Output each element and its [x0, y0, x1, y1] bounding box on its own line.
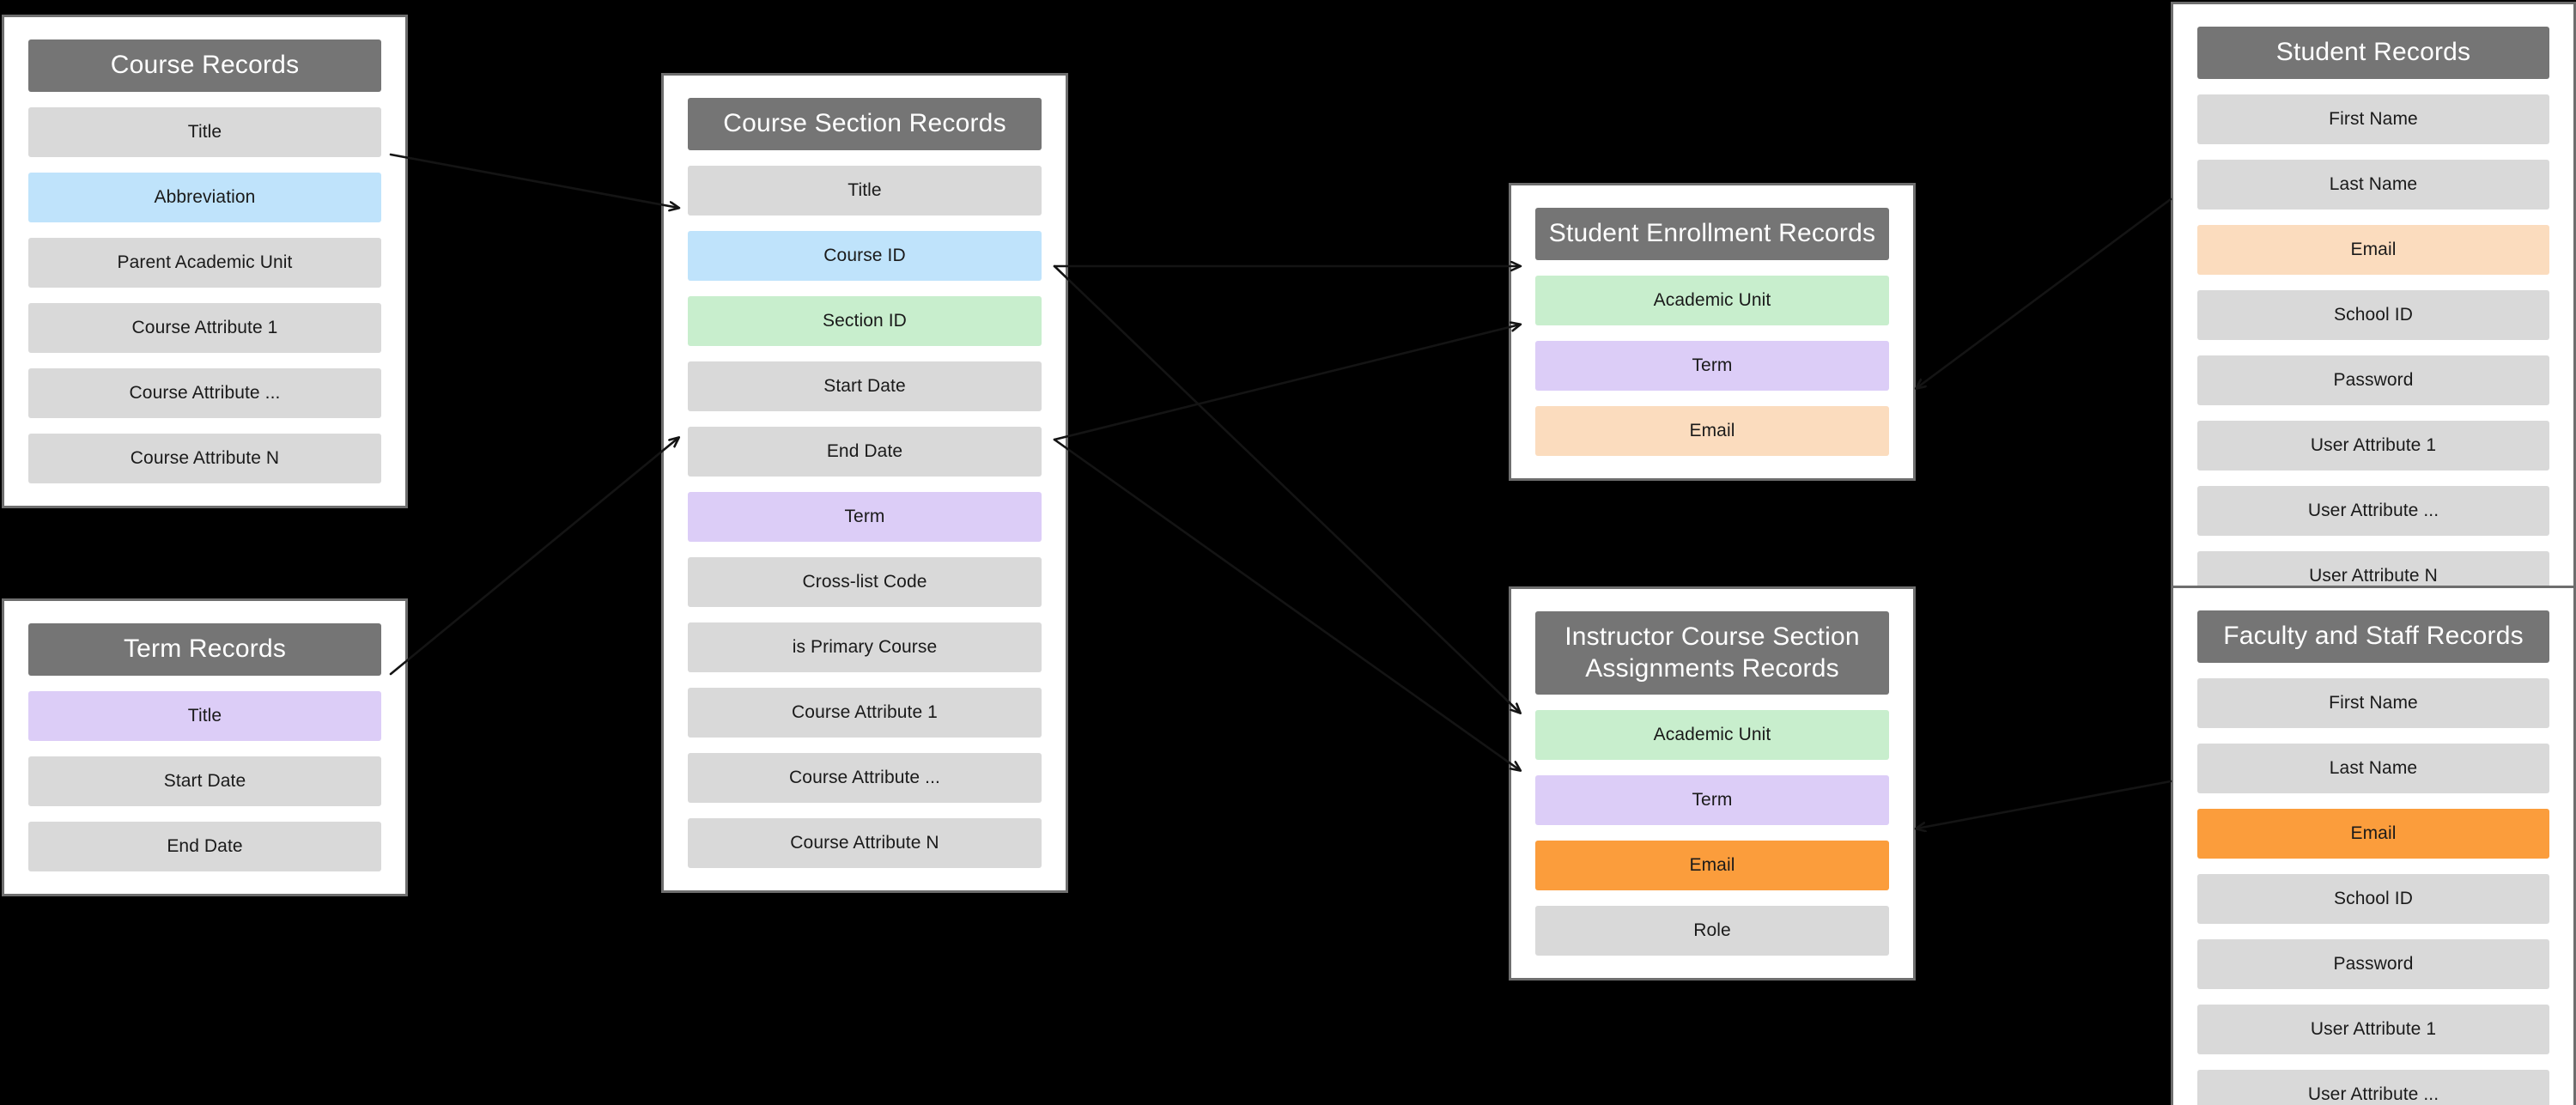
- field-title[interactable]: Title: [28, 690, 381, 741]
- entity-title: Student Records: [2197, 27, 2549, 79]
- field-user-attribute-ellipsis[interactable]: User Attribute ...: [2197, 1069, 2549, 1105]
- wire-term-title-to-section-term: [389, 438, 678, 676]
- entity-title: Faculty and Staff Records: [2197, 610, 2549, 663]
- field-abbreviation[interactable]: Abbreviation: [28, 172, 381, 222]
- field-role[interactable]: Role: [1535, 906, 1889, 956]
- wire-student-email-to-enrollment-email: [1917, 197, 2172, 388]
- entity-title: Course Records: [28, 39, 381, 92]
- field-first-name[interactable]: First Name: [2197, 94, 2549, 144]
- entity-student-records[interactable]: Student Records First Name Last Name Ema…: [2171, 2, 2576, 626]
- field-title[interactable]: Title: [688, 165, 1042, 216]
- field-password[interactable]: Password: [2197, 355, 2549, 405]
- wire-section-term-to-instructor-term: [1053, 438, 1520, 770]
- field-cross-list-code[interactable]: Cross-list Code: [688, 556, 1042, 607]
- entity-course-records[interactable]: Course Records Title Abbreviation Parent…: [2, 15, 408, 508]
- field-term[interactable]: Term: [1535, 340, 1889, 391]
- field-email[interactable]: Email: [1535, 841, 1889, 891]
- wire-section-term-to-enrollment-term: [1053, 325, 1520, 441]
- entity-title: Student Enrollment Records: [1535, 208, 1889, 260]
- field-course-id[interactable]: Course ID: [688, 230, 1042, 281]
- field-end-date[interactable]: End Date: [688, 426, 1042, 477]
- field-term[interactable]: Term: [1535, 775, 1889, 826]
- field-start-date[interactable]: Start Date: [688, 361, 1042, 411]
- entity-title: Instructor Course Section Assignments Re…: [1535, 611, 1889, 695]
- entity-term-records[interactable]: Term Records Title Start Date End Date: [2, 598, 408, 896]
- field-course-attribute-1[interactable]: Course Attribute 1: [688, 687, 1042, 738]
- field-user-attribute-1[interactable]: User Attribute 1: [2197, 420, 2549, 471]
- field-last-name[interactable]: Last Name: [2197, 743, 2549, 793]
- field-course-attribute-n[interactable]: Course Attribute N: [688, 817, 1042, 868]
- field-term[interactable]: Term: [688, 491, 1042, 542]
- field-course-attribute-1[interactable]: Course Attribute 1: [28, 302, 381, 353]
- field-email[interactable]: Email: [2197, 808, 2549, 859]
- field-end-date[interactable]: End Date: [28, 821, 381, 871]
- field-course-attribute-ellipsis[interactable]: Course Attribute ...: [28, 367, 381, 418]
- field-first-name[interactable]: First Name: [2197, 677, 2549, 728]
- entity-instructor-course-section-assignments-records[interactable]: Instructor Course Section Assignments Re…: [1509, 586, 1916, 981]
- wire-section-id-to-instructor-academic-unit: [1053, 264, 1520, 713]
- entity-course-section-records[interactable]: Course Section Records Title Course ID S…: [661, 73, 1068, 893]
- entity-student-enrollment-records[interactable]: Student Enrollment Records Academic Unit…: [1509, 183, 1916, 481]
- field-parent-academic-unit[interactable]: Parent Academic Unit: [28, 237, 381, 288]
- field-course-attribute-ellipsis[interactable]: Course Attribute ...: [688, 752, 1042, 803]
- field-email[interactable]: Email: [1535, 405, 1889, 456]
- wire-abbreviation-to-course-id: [389, 153, 678, 208]
- field-start-date[interactable]: Start Date: [28, 756, 381, 806]
- field-course-attribute-n[interactable]: Course Attribute N: [28, 433, 381, 483]
- field-section-id[interactable]: Section ID: [688, 295, 1042, 346]
- field-is-primary-course[interactable]: is Primary Course: [688, 622, 1042, 672]
- field-email[interactable]: Email: [2197, 224, 2549, 275]
- wire-faculty-email-to-instructor-email: [1917, 780, 2172, 829]
- field-school-id[interactable]: School ID: [2197, 289, 2549, 340]
- field-password[interactable]: Password: [2197, 938, 2549, 989]
- field-school-id[interactable]: School ID: [2197, 873, 2549, 924]
- entity-title: Course Section Records: [688, 98, 1042, 150]
- field-title[interactable]: Title: [28, 106, 381, 157]
- field-academic-unit[interactable]: Academic Unit: [1535, 275, 1889, 325]
- field-user-attribute-1[interactable]: User Attribute 1: [2197, 1004, 2549, 1054]
- entity-title: Term Records: [28, 623, 381, 676]
- field-user-attribute-ellipsis[interactable]: User Attribute ...: [2197, 485, 2549, 536]
- field-academic-unit[interactable]: Academic Unit: [1535, 710, 1889, 761]
- field-last-name[interactable]: Last Name: [2197, 159, 2549, 209]
- entity-faculty-and-staff-records[interactable]: Faculty and Staff Records First Name Las…: [2171, 586, 2576, 1105]
